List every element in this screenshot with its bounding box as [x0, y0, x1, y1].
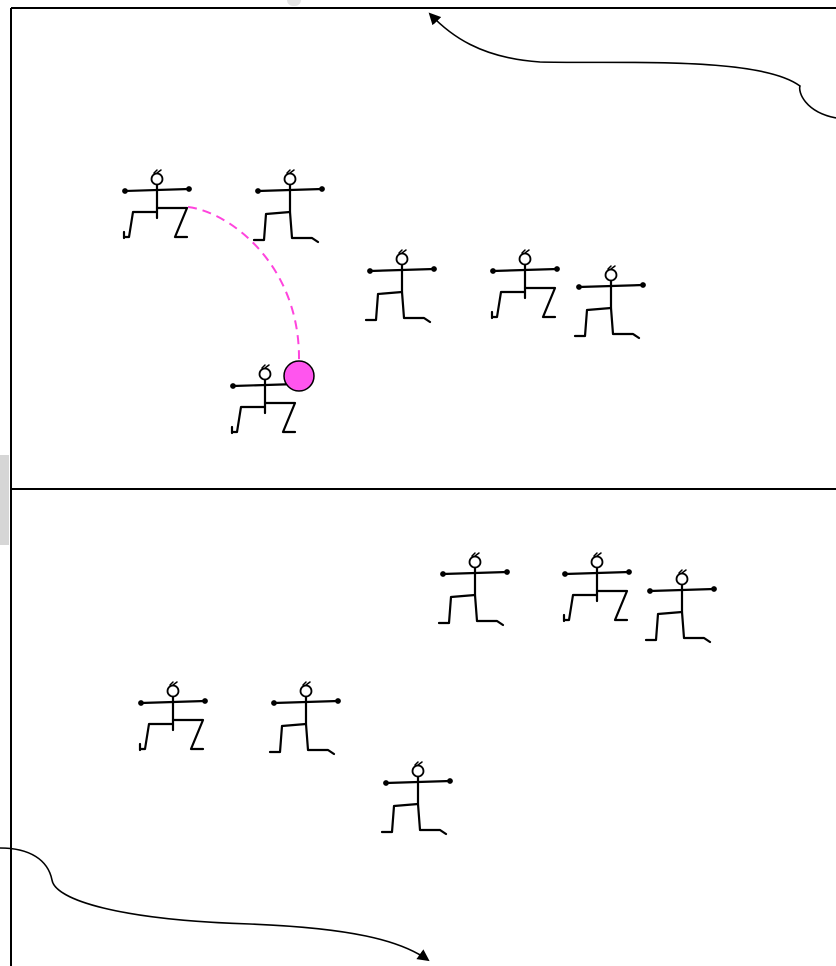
player-hand [256, 189, 260, 193]
player-head [592, 557, 603, 568]
player-legs [141, 720, 203, 749]
player-legs [366, 292, 430, 322]
rotation-arrow-top [430, 14, 836, 118]
player-head [260, 369, 271, 380]
player-hair [287, 170, 294, 173]
pass-path [188, 207, 299, 360]
player-legs [270, 724, 334, 754]
player-legs [493, 288, 555, 317]
player-head [152, 174, 163, 185]
player-hand [384, 781, 388, 785]
player-bottom-1[interactable] [439, 553, 509, 625]
player-hand [139, 701, 143, 705]
player-hair [154, 170, 161, 173]
player-hair [262, 365, 269, 368]
player-hand [272, 701, 276, 705]
player-head [677, 574, 688, 585]
player-hair [679, 570, 686, 573]
player-hand [448, 779, 452, 783]
player-hand [432, 267, 436, 271]
player-hand [641, 283, 645, 287]
player-hand [336, 699, 340, 703]
player-hair [303, 682, 310, 685]
player-hand [123, 189, 127, 193]
player-bottom-4[interactable] [139, 682, 207, 750]
player-legs [382, 804, 446, 834]
player-head [168, 686, 179, 697]
player-legs [125, 208, 187, 237]
player-hand [577, 285, 581, 289]
player-legs [565, 591, 627, 620]
player-hand [231, 384, 235, 388]
player-hand [320, 187, 324, 191]
player-hand [491, 269, 495, 273]
player-hand [203, 699, 207, 703]
player-legs [646, 612, 710, 642]
ball-icon [284, 361, 314, 391]
player-hand [368, 269, 372, 273]
player-hand [555, 267, 559, 271]
player-hair [415, 762, 422, 765]
player-hand [627, 570, 631, 574]
player-bottom-6[interactable] [382, 762, 452, 834]
court-lines [11, 8, 836, 966]
player-legs [254, 212, 318, 242]
player-hand [712, 587, 716, 591]
player-hair [522, 250, 529, 253]
player-hair [608, 266, 615, 269]
player-hand [441, 572, 445, 576]
player-top-3[interactable] [366, 250, 436, 322]
player-head [285, 174, 296, 185]
player-top-1[interactable] [123, 170, 191, 238]
player-hair [472, 553, 479, 556]
player-bottom-2[interactable] [563, 553, 631, 621]
player-head [301, 686, 312, 697]
player-hair [170, 682, 177, 685]
player-head [413, 766, 424, 777]
player-top-5[interactable] [575, 266, 645, 338]
rotation-arrow-bottom [0, 848, 428, 960]
player-head [520, 254, 531, 265]
player-bottom-5[interactable] [270, 682, 340, 754]
player-legs [439, 595, 503, 625]
player-hand [187, 187, 191, 191]
player-hand [505, 570, 509, 574]
player-legs [233, 403, 295, 432]
player-bottom-3[interactable] [646, 570, 716, 642]
player-legs [575, 308, 639, 338]
ball[interactable] [284, 361, 314, 391]
player-top-2[interactable] [254, 170, 324, 242]
player-hair [399, 250, 406, 253]
player-top-4[interactable] [491, 250, 559, 318]
player-hair [594, 553, 601, 556]
player-head [397, 254, 408, 265]
player-head [606, 270, 617, 281]
players-group [123, 170, 716, 834]
player-hand [648, 589, 652, 593]
player-hand [563, 572, 567, 576]
player-head [470, 557, 481, 568]
